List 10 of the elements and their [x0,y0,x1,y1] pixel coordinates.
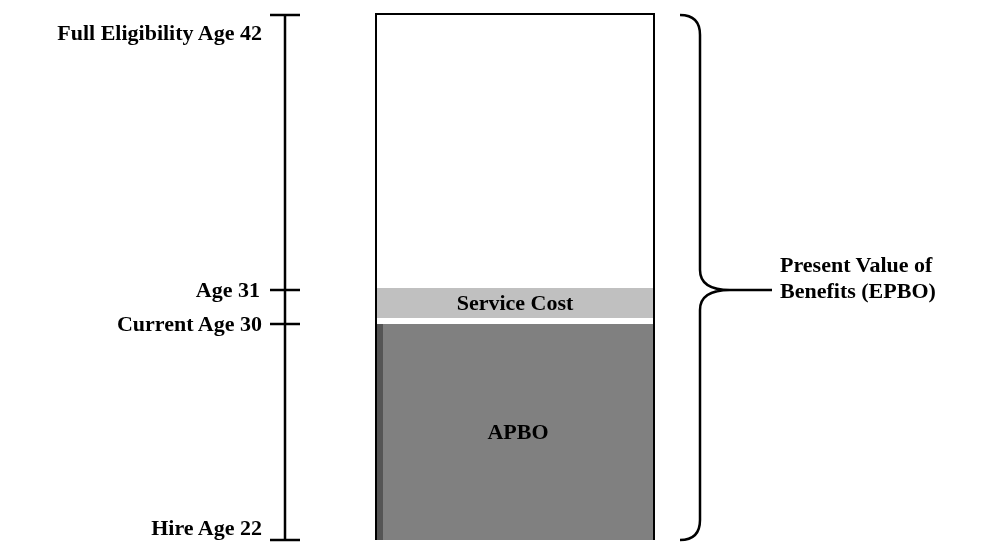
age-label: Full Eligibility Age 42 [56,20,262,46]
age-label: Current Age 30 [115,311,262,337]
apbo-block [377,324,653,540]
node-label: Service Cost [456,290,574,316]
service-cost-band [377,288,653,318]
node-label: APBO [487,419,549,445]
value-box [375,13,655,540]
age-label: Age 31 [194,277,260,303]
bracket-label: Present Value of Benefits (EPBO) [780,252,937,304]
age-label: Hire Age 22 [150,515,262,541]
